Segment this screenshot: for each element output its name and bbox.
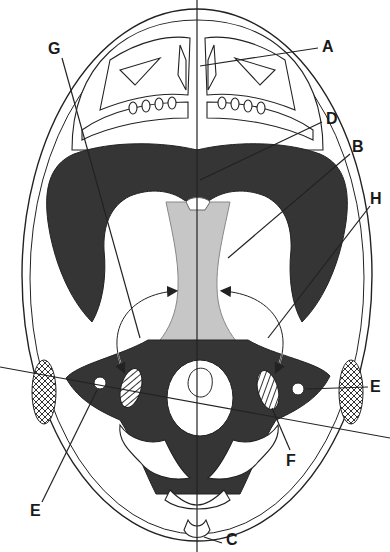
transverse-line	[0, 367, 390, 438]
callout-letter: E	[30, 502, 41, 520]
hatched-foramen	[116, 366, 146, 410]
callout-letter: F	[286, 452, 296, 470]
foramen-magnum	[167, 360, 233, 436]
hole	[94, 377, 106, 389]
callout-letter: C	[226, 531, 238, 549]
callout-letter: D	[326, 110, 338, 128]
occipital-region	[66, 340, 330, 494]
callout-letter: B	[352, 138, 364, 156]
hatched-foramen	[253, 368, 283, 412]
sella	[186, 198, 210, 211]
midline	[196, 0, 197, 552]
callout-letter: E	[370, 378, 381, 396]
callout-letter: G	[48, 40, 60, 58]
lower-outlines	[120, 425, 279, 538]
foramen-detail	[188, 368, 212, 397]
callout-letter: H	[370, 190, 382, 208]
petrous-region	[32, 360, 56, 424]
arc-arrow	[222, 291, 283, 372]
leader-lines	[42, 48, 370, 543]
callout-letter: A	[322, 38, 334, 56]
arc-arrow	[117, 291, 176, 372]
arc-arrow	[222, 291, 283, 372]
arc-arrow	[117, 291, 176, 372]
petrous-region	[339, 360, 363, 424]
hole	[292, 383, 304, 395]
